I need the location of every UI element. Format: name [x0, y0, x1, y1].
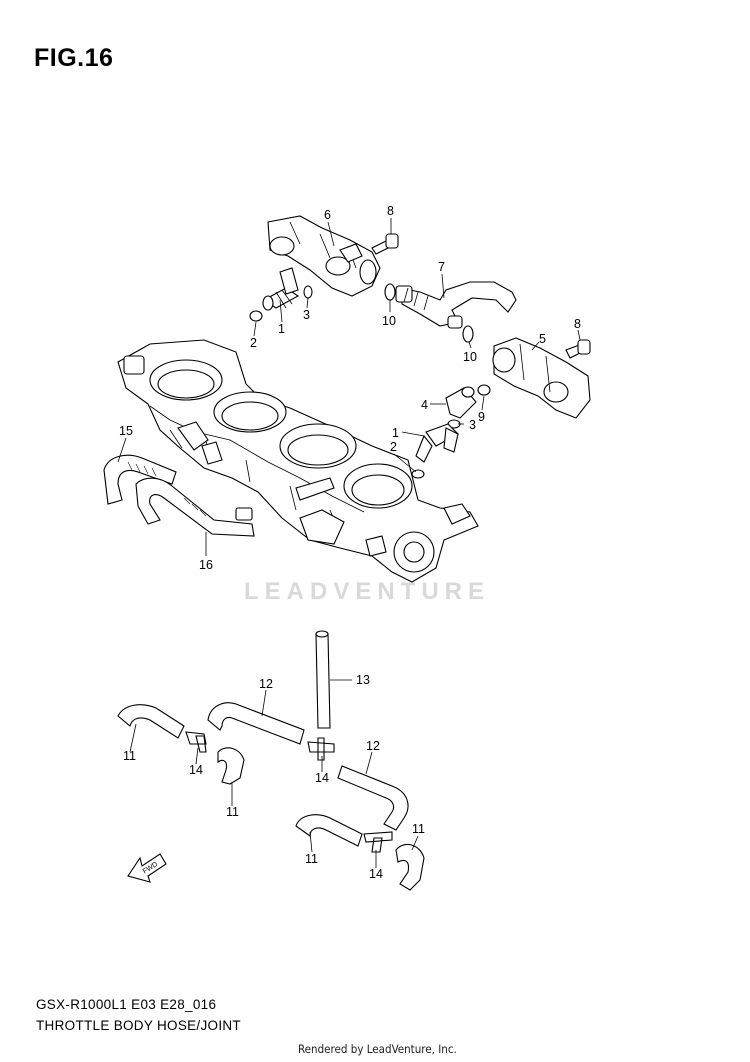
callout-label: 12: [259, 677, 273, 691]
bolt-upper[interactable]: [371, 233, 399, 255]
hose-15[interactable]: [103, 454, 177, 505]
callout-label: 11: [305, 852, 318, 866]
injector-upper[interactable]: [262, 267, 300, 311]
callout-label: 2: [390, 440, 397, 454]
callout-label: 15: [119, 424, 133, 438]
o-ring-left[interactable]: [384, 283, 396, 301]
model-code: GSX-R1000L1 E03 E28_016: [36, 997, 217, 1012]
callout-label: 11: [412, 822, 425, 836]
callout-label: 7: [438, 260, 445, 274]
fuel-pipe[interactable]: [395, 281, 517, 329]
leader-lines: [117, 218, 581, 868]
o-ring-joint[interactable]: [477, 384, 491, 396]
callout-label: 11: [226, 805, 239, 819]
callout-label: 14: [369, 867, 383, 881]
figure-subtitle: THROTTLE BODY HOSE/JOINT: [36, 1018, 241, 1033]
throttle-body-assembly: [117, 339, 479, 583]
injector-lower[interactable]: [415, 423, 459, 463]
bolt-lower[interactable]: [565, 339, 591, 359]
hose-11-b[interactable]: [217, 747, 245, 785]
callout-label: 8: [574, 317, 581, 331]
callout-label: 1: [392, 426, 399, 440]
callout-label: 12: [366, 739, 380, 753]
o-ring-upper[interactable]: [303, 285, 313, 299]
callout-label: 8: [387, 204, 394, 218]
callout-label: 13: [356, 673, 370, 687]
hose-12-left[interactable]: [207, 702, 305, 745]
callout-label: 10: [382, 314, 396, 328]
callout-labels: 1 2 3 6 8 7 10 10 5 8 4 9 3 1 2 15 16 13…: [119, 204, 581, 881]
fuel-delivery-pipe-upper[interactable]: [267, 215, 381, 297]
seal-upper[interactable]: [249, 310, 263, 322]
o-ring-right[interactable]: [462, 325, 474, 343]
hose-16[interactable]: [135, 477, 255, 537]
joint[interactable]: [445, 386, 477, 419]
seal-lower[interactable]: [411, 469, 425, 479]
hose-12-right[interactable]: [337, 765, 409, 831]
callout-label: 9: [478, 410, 485, 424]
hose-11-a[interactable]: [117, 704, 185, 739]
fuel-delivery-pipe-lower[interactable]: [492, 337, 591, 419]
fwd-arrow-icon: FWD: [127, 853, 167, 883]
hose-11-d[interactable]: [395, 843, 425, 891]
callout-label: 4: [421, 398, 428, 412]
callout-label: 6: [324, 208, 331, 222]
callout-label: 2: [250, 336, 257, 350]
joint-14-b[interactable]: [307, 737, 335, 761]
joint-14-c[interactable]: [363, 831, 393, 853]
callout-label: 14: [189, 763, 203, 777]
figure-title: FIG.16: [34, 44, 114, 72]
callout-label: 3: [303, 308, 310, 322]
hose-13[interactable]: [315, 630, 331, 729]
callout-label: 10: [463, 350, 477, 364]
callout-label: 14: [315, 771, 329, 785]
watermark: LEADVENTURE: [244, 578, 491, 605]
render-credit: Rendered by LeadVenture, Inc.: [298, 1042, 457, 1056]
callout-label: 16: [199, 558, 213, 572]
hose-11-c[interactable]: [295, 814, 363, 847]
callout-label: 11: [123, 749, 136, 763]
callout-label: 5: [539, 332, 546, 346]
joint-14-a[interactable]: [185, 731, 207, 753]
callout-label: 3: [469, 418, 476, 432]
callout-label: 1: [278, 322, 285, 336]
